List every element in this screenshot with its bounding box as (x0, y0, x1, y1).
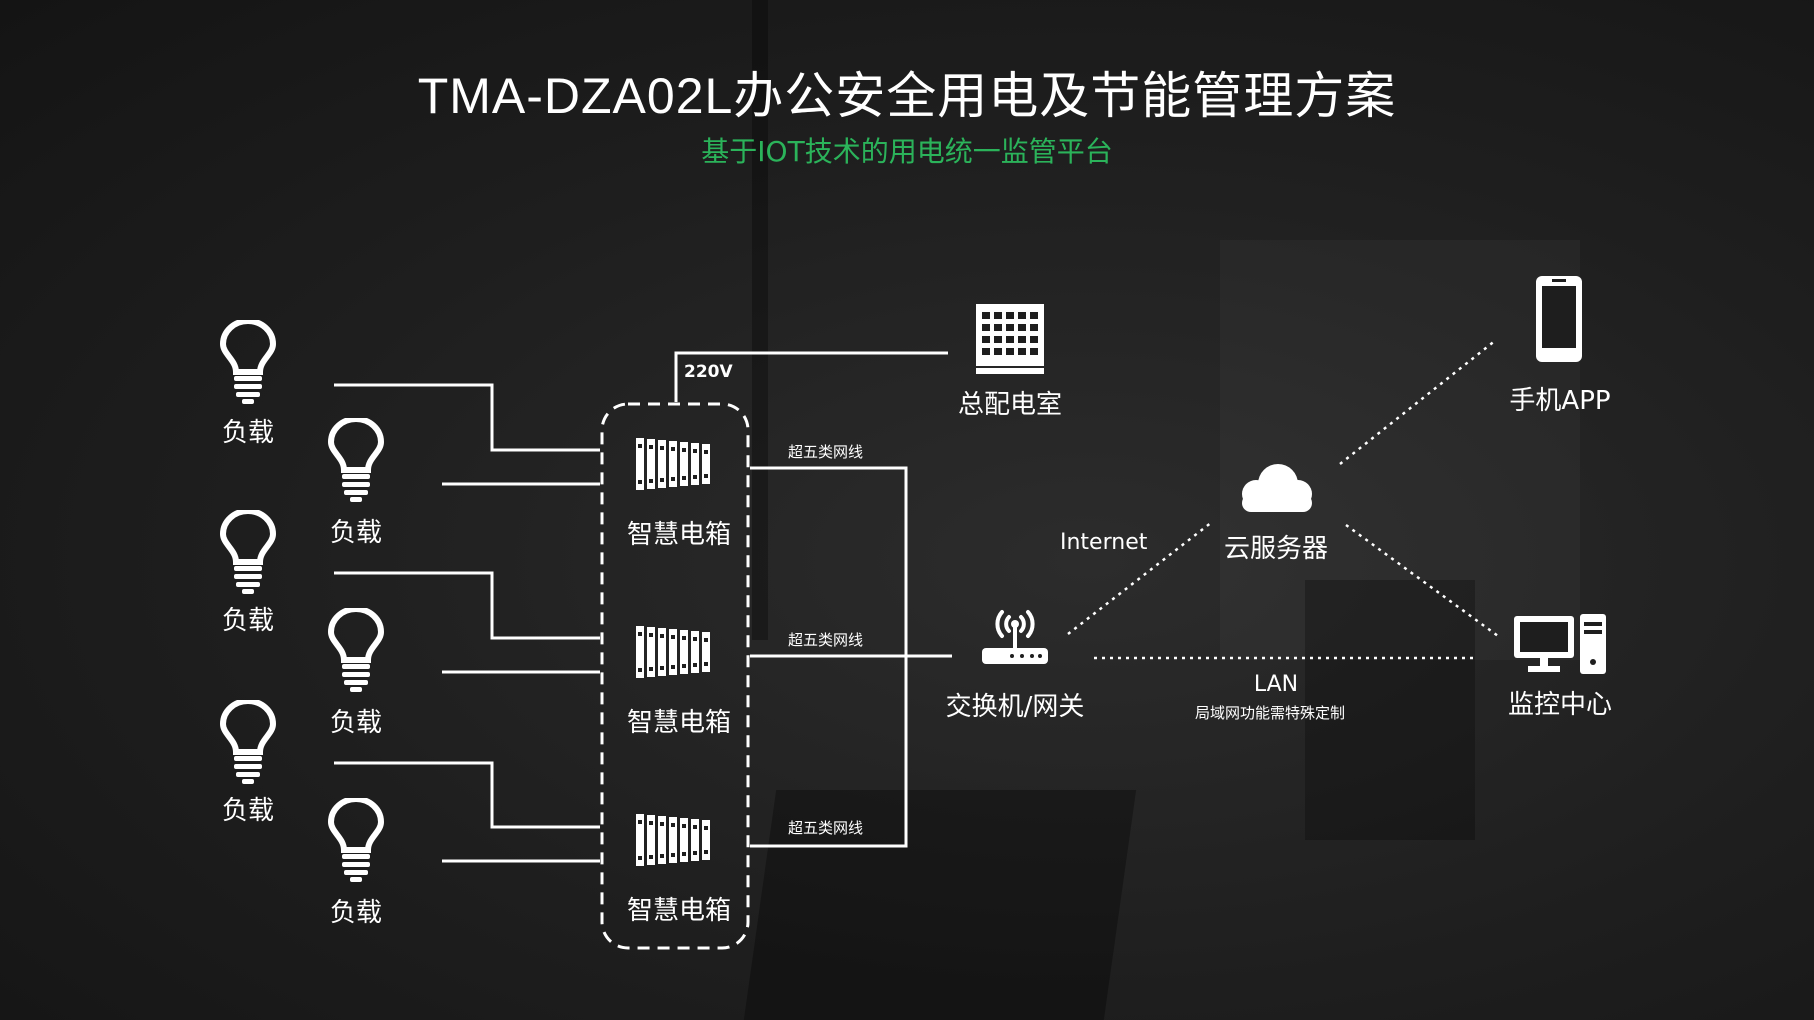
breaker-icon (634, 626, 716, 682)
page-subtitle: 基于IOT技术的用电统一监管平台 (701, 135, 1113, 168)
load-label: 负载 (221, 418, 274, 448)
voltage-label: 220V (684, 362, 733, 382)
router-icon (980, 598, 1050, 672)
computer-icon (1514, 614, 1606, 678)
monitor-label: 监控中心 (1507, 690, 1612, 720)
power-feed-line (674, 351, 948, 402)
smart-box-label: 智慧电箱 (626, 896, 731, 926)
load-label: 负载 (221, 796, 274, 826)
cloud-label: 云服务器 (1223, 534, 1328, 564)
lan-note: 局域网功能需特殊定制 (1195, 704, 1346, 722)
smart-box-label: 智慧电箱 (626, 520, 731, 550)
load-label: 负载 (329, 898, 382, 928)
lan-label: LAN (1253, 672, 1299, 697)
cable-label: 超五类网线 (788, 819, 864, 837)
load-label: 负载 (329, 518, 382, 548)
light-bulb-icon (327, 416, 385, 506)
internet-line (1067, 521, 1213, 635)
gateway-label: 交换机/网关 (945, 692, 1085, 722)
breaker-icon (634, 814, 716, 870)
cable-label: 超五类网线 (788, 631, 864, 649)
light-bulb-icon (219, 318, 277, 408)
light-bulb-icon (219, 508, 277, 598)
mobile-line (1339, 339, 1497, 465)
distribution-room-label: 总配电室 (957, 390, 1062, 420)
load-wire-1 (334, 383, 600, 452)
load-label: 负载 (329, 708, 382, 738)
page-title: TMA-DZA02L办公安全用电及节能管理方案 (417, 68, 1397, 124)
monitor-line (1345, 523, 1499, 638)
smart-box-enclosure (600, 402, 750, 950)
building-icon (976, 304, 1044, 378)
smart-box-label: 智慧电箱 (626, 708, 731, 738)
load-wire-3 (334, 571, 600, 640)
mobile-label: 手机APP (1509, 386, 1611, 416)
internet-label: Internet (1060, 530, 1148, 555)
breaker-icon (634, 438, 716, 494)
light-bulb-icon (219, 698, 277, 788)
light-bulb-icon (327, 606, 385, 696)
cable-label: 超五类网线 (788, 443, 864, 461)
light-bulb-icon (327, 796, 385, 886)
load-label: 负载 (221, 606, 274, 636)
load-wire-5 (334, 761, 600, 829)
cloud-icon (1232, 462, 1318, 518)
phone-icon (1534, 274, 1584, 368)
